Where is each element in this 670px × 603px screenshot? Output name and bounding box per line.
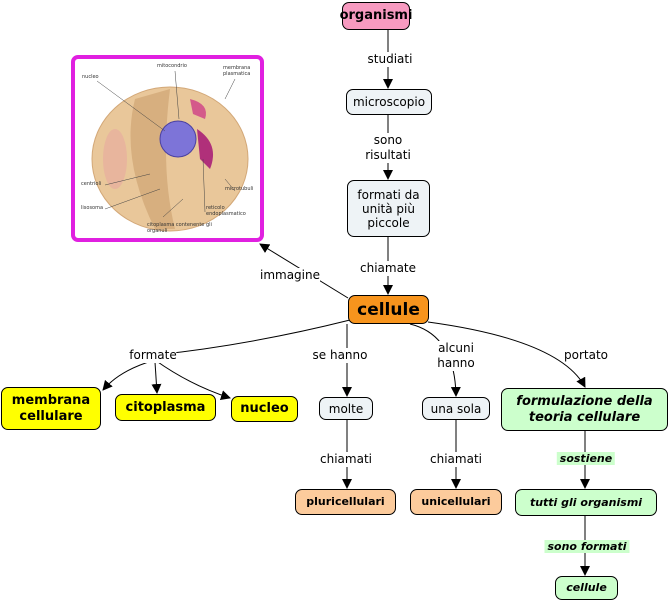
link-risultati: risultati <box>365 148 411 163</box>
link-portato: portato <box>564 348 608 363</box>
node-unicellulari[interactable]: unicellulari <box>410 489 502 515</box>
image-label-mitocondrio: mitocondrio <box>157 63 187 69</box>
link-chiamati-pluri: chiamati <box>320 452 372 467</box>
image-label-lisosoma: lisosoma <box>81 205 104 211</box>
link-sostiene: sostiene <box>556 452 616 465</box>
node-tutti-gli-organismi[interactable]: tutti gli organismi <box>515 489 657 516</box>
image-label-nucleo: nucleo <box>82 74 99 80</box>
node-molte[interactable]: molte <box>319 397 373 420</box>
image-label-reticolo: reticolo endoplasmatico <box>206 205 246 217</box>
link-hanno: hanno <box>437 356 475 371</box>
cell-image[interactable]: nucleo mitocondrio membrana plasmatica c… <box>71 55 264 242</box>
link-sono: sono <box>373 133 403 148</box>
node-formulazione-teoria[interactable]: formulazione della teoria cellulare <box>501 388 668 431</box>
link-chiamati-uni: chiamati <box>430 452 482 467</box>
node-microscopio[interactable]: microscopio <box>346 89 432 115</box>
image-label-membrana: membrana plasmatica <box>223 65 251 77</box>
link-formate: formate <box>129 348 177 363</box>
node-organismi[interactable]: organismi <box>340 2 412 30</box>
node-nucleo[interactable]: nucleo <box>231 396 298 422</box>
node-membrana-cellulare[interactable]: membrana cellulare <box>1 387 101 430</box>
link-chiamate: chiamate <box>359 261 417 276</box>
image-label-centrioli: centrioli <box>81 181 102 187</box>
link-se-hanno: se hanno <box>312 348 368 363</box>
link-immagine: immagine <box>259 268 321 283</box>
image-label-citoplasma: citoplasma contenente gli organuli <box>147 222 212 234</box>
node-cellule-small[interactable]: cellule <box>555 576 618 600</box>
link-studiati: studiati <box>367 52 413 67</box>
node-formati[interactable]: formati da unità più piccole <box>347 180 430 237</box>
image-label-microtubuli: microtubuli <box>225 186 254 192</box>
node-citoplasma[interactable]: citoplasma <box>115 394 216 421</box>
node-cellule[interactable]: cellule <box>348 295 429 324</box>
node-pluricellulari[interactable]: pluricellulari <box>295 489 396 515</box>
link-sono-formati: sono formati <box>544 540 630 553</box>
cell-illustration <box>91 70 249 232</box>
node-una-sola[interactable]: una sola <box>422 397 490 420</box>
link-alcuni: alcuni <box>438 341 474 356</box>
